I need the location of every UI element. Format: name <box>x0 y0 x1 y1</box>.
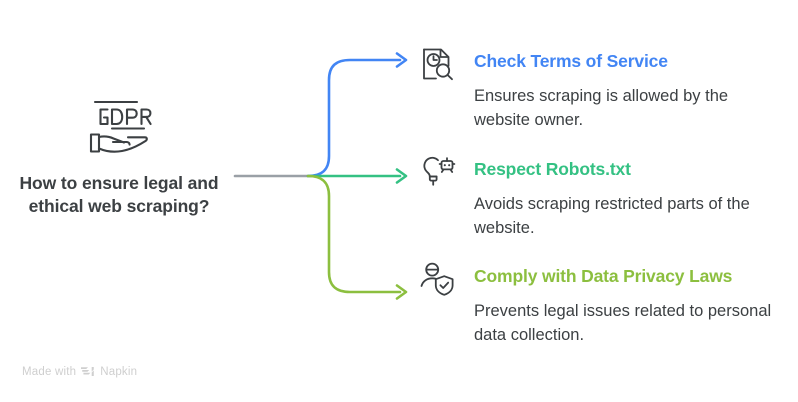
person-shield-check-icon <box>418 260 456 298</box>
arrowhead-branch-2 <box>395 284 408 300</box>
branch-description: Ensures scraping is allowed by the websi… <box>474 87 729 129</box>
branch-respect-robots-txt[interactable]: Respect Robots.txt Avoids scraping restr… <box>418 152 790 240</box>
arrowhead-branch-1 <box>395 168 408 184</box>
arrowhead-branch-0 <box>395 52 408 68</box>
connector-branch-0 <box>306 58 402 178</box>
branch-title: Comply with Data Privacy Laws <box>474 266 733 286</box>
branch-title: Check Terms of Service <box>474 51 668 71</box>
gdpr-hand-icon <box>89 100 152 153</box>
branch-comply-with-data-privacy-laws[interactable]: Comply with Data Privacy Laws Prevents l… <box>418 259 790 347</box>
branch-check-terms-of-service[interactable]: Check Terms of Service Ensures scraping … <box>418 44 790 132</box>
connector-branch-2 <box>306 174 402 294</box>
branch-description: Prevents legal issues related to persona… <box>474 302 772 344</box>
lightbulb-robot-icon <box>418 153 456 191</box>
branch-header: Check Terms of Service <box>418 44 790 86</box>
branch-header: Respect Robots.txt <box>418 152 790 194</box>
root-node: How to ensure legal and ethical web scra… <box>8 96 230 218</box>
document-clock-search-icon <box>418 45 456 83</box>
footer-made-with-label: Made with <box>22 366 77 378</box>
footer-brand-label: Napkin <box>100 366 138 378</box>
branch-description: Avoids scraping restricted parts of the … <box>474 195 750 237</box>
branch-title: Respect Robots.txt <box>474 159 631 179</box>
root-title: How to ensure legal and ethical web scra… <box>19 173 219 216</box>
branch-header: Comply with Data Privacy Laws <box>418 259 790 301</box>
napkin-logo <box>81 367 94 376</box>
made-with-napkin-footer[interactable]: Made with Napkin <box>22 366 137 378</box>
